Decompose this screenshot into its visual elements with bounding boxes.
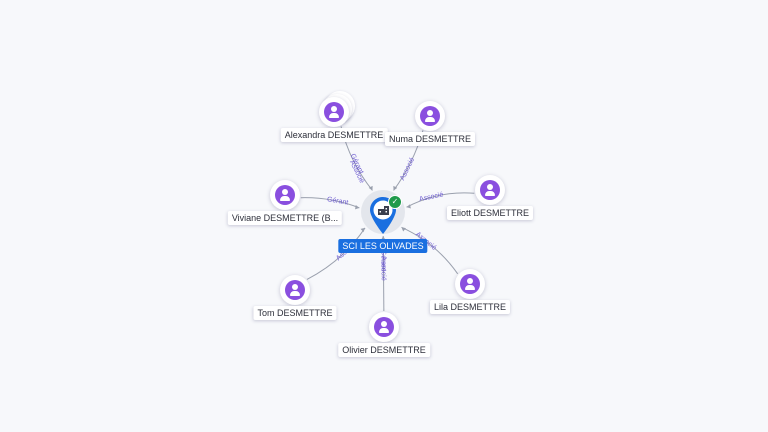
person-avatar-frame — [415, 101, 445, 131]
person-avatar-frame — [280, 275, 310, 305]
person-label[interactable]: Lila DESMETTRE — [429, 300, 511, 314]
company-label[interactable]: SCI LES OLIVADES — [338, 239, 428, 253]
person-icon — [460, 274, 480, 294]
edge-role-label: Gérant — [326, 196, 348, 207]
person-label[interactable]: Alexandra DESMETTRE — [280, 128, 388, 142]
person-avatar-frame — [455, 269, 485, 299]
edge-2 — [406, 192, 475, 208]
person-icon — [324, 102, 344, 122]
edge-arrow-5 — [360, 227, 366, 233]
person-label[interactable]: Tom DESMETTRE — [253, 306, 337, 320]
check-icon: ✓ — [388, 195, 402, 209]
edge-3 — [300, 197, 360, 209]
person-avatar-frame — [369, 312, 399, 342]
edge-arrow-4 — [401, 227, 406, 232]
edge-arrow-1 — [393, 185, 398, 191]
person-label[interactable]: Olivier DESMETTRE — [338, 343, 430, 357]
person-icon — [275, 185, 295, 205]
edge-arrow-3 — [355, 205, 360, 210]
person-avatar-frame — [270, 180, 300, 210]
edge-role-label: Associé — [419, 191, 445, 203]
person-label[interactable]: Eliott DESMETTRE — [446, 206, 534, 220]
location-pin-icon — [370, 197, 396, 234]
person-avatar-frame — [319, 97, 349, 127]
edge-5 — [306, 227, 366, 280]
person-icon — [480, 180, 500, 200]
person-label[interactable]: Numa DESMETTRE — [384, 132, 476, 146]
building-icon — [378, 206, 389, 215]
person-label[interactable]: Viviane DESMETTRE (B... — [227, 211, 343, 225]
person-icon — [420, 106, 440, 126]
edge-4 — [401, 226, 459, 275]
person-icon — [285, 280, 305, 300]
person-icon — [374, 317, 394, 337]
edge-role-label: Associé — [399, 156, 416, 181]
edge-arrow-0 — [368, 185, 373, 191]
person-avatar-frame — [475, 175, 505, 205]
edge-role-label: Associé — [380, 256, 387, 281]
edge-role-label: Gérant — [380, 250, 387, 272]
edge-arrow-2 — [406, 204, 411, 209]
